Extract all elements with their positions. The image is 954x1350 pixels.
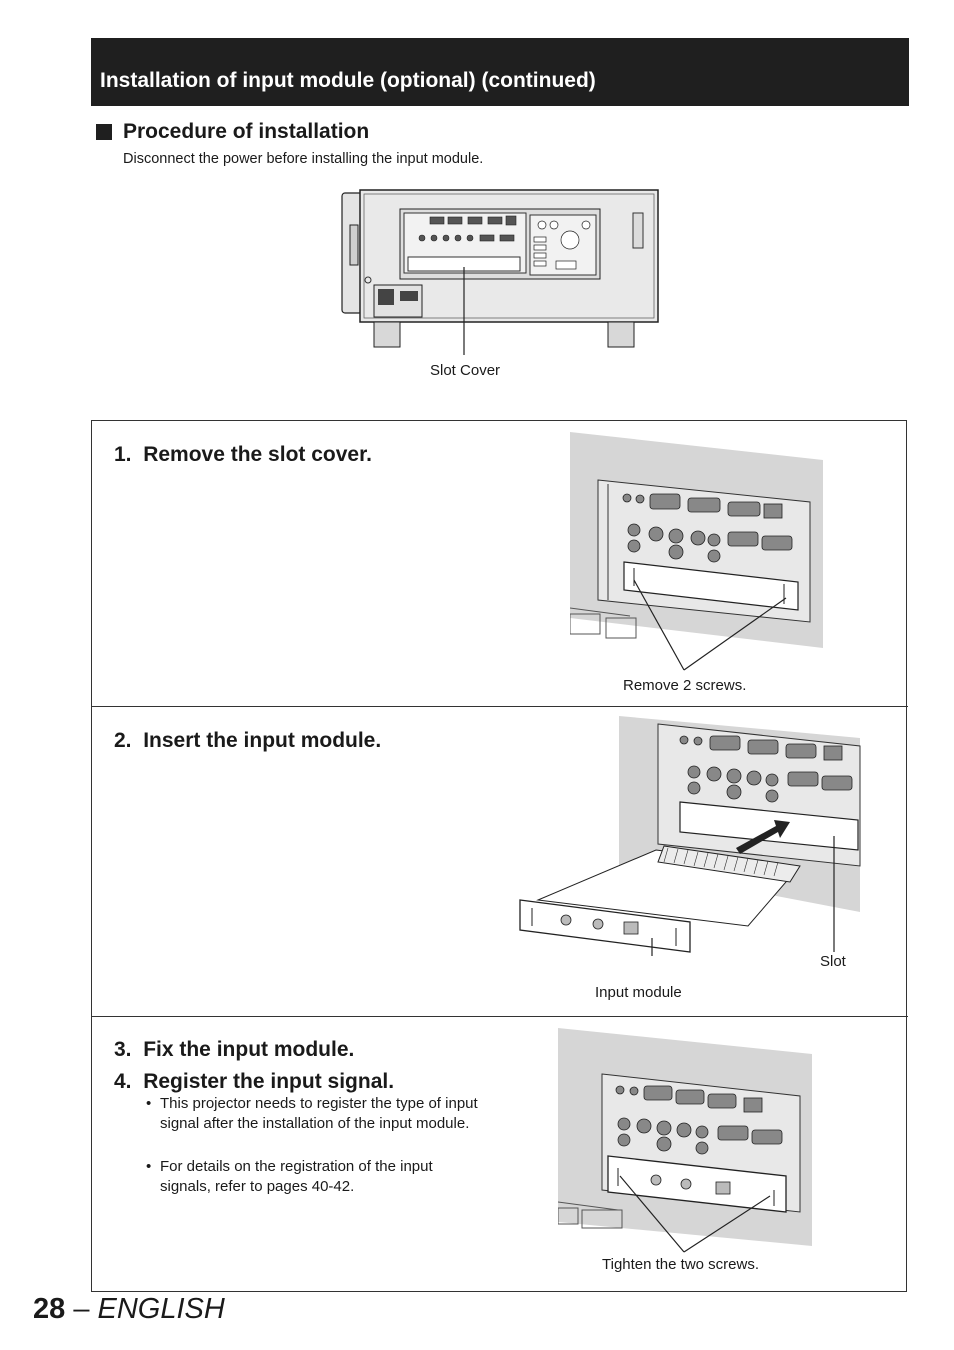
section-title: Procedure of installation — [123, 120, 370, 143]
fix-module-illustration — [558, 1028, 812, 1253]
page-footer: 28 – ENGLISH — [33, 1293, 225, 1326]
slot-label: Slot — [820, 953, 846, 970]
page-number: 28 — [33, 1293, 66, 1325]
step-4-bullet: •For details on the registration of the … — [146, 1158, 433, 1195]
step-3-title: 3. Fix the input module. — [114, 1038, 355, 1061]
section-header-bar: Installation of input module (optional) … — [91, 38, 909, 106]
insert-module-illustration — [519, 716, 861, 956]
projector-rear-illustration — [341, 189, 659, 355]
remove-screws-label: Remove 2 screws. — [623, 677, 747, 694]
steps-box — [91, 420, 907, 1292]
step-1-title: 1. Remove the slot cover. — [114, 443, 372, 466]
step-divider — [91, 1016, 908, 1017]
step-2-title: 2. Insert the input module. — [114, 729, 382, 752]
section-note: Disconnect the power before installing t… — [123, 151, 484, 167]
slot-cover-removal-illustration — [570, 432, 823, 671]
footer-language: ENGLISH — [97, 1293, 225, 1325]
step-4-bullet: •This projector needs to register the ty… — [146, 1095, 478, 1132]
footer-separator: – — [65, 1293, 98, 1325]
step-4-title: 4. Register the input signal. — [114, 1070, 395, 1093]
input-module-label: Input module — [595, 984, 682, 1001]
step-divider — [91, 706, 908, 707]
header-title: Installation of input module (optional) … — [100, 69, 596, 92]
tighten-screws-label: Tighten the two screws. — [602, 1256, 760, 1273]
section-marker-icon — [96, 124, 112, 140]
slot-cover-label: Slot Cover — [430, 362, 501, 379]
